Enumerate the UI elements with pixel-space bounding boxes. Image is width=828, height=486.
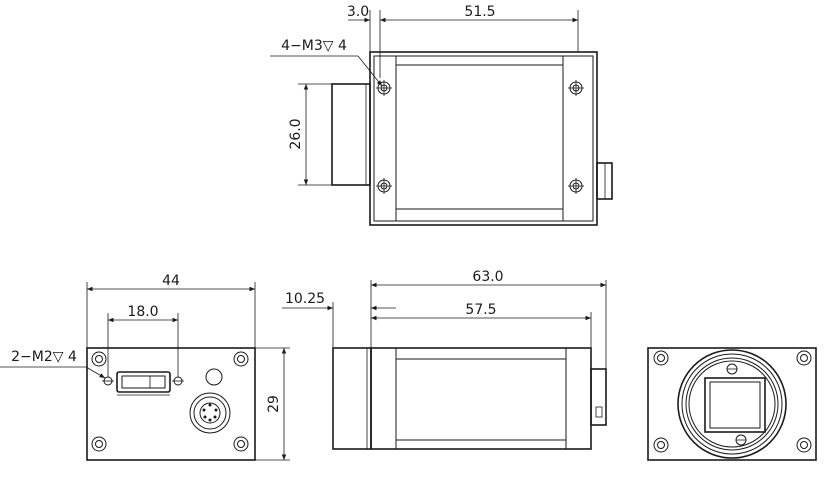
rear-corner-hole (91, 351, 107, 367)
top-mounting-hole (376, 178, 392, 194)
dim-top-body-length: 51.5 (464, 4, 495, 20)
callout-top-holes: 4−M3▽ 4 (281, 38, 347, 54)
io-connector (189, 392, 231, 434)
usb-connector (116, 371, 171, 396)
side-body-outline (370, 347, 592, 450)
dim-side-body-length: 57.5 (465, 302, 496, 318)
rear-corner-hole (233, 351, 249, 367)
rear-view: 44 18.0 2−M2▽ 4 29 (0, 273, 290, 461)
front-corner-hole (796, 437, 812, 453)
rear-corner-hole (91, 436, 107, 452)
side-connector (590, 368, 607, 426)
top-flange-outline (331, 83, 371, 186)
dim-top-flange-height: 26.0 (288, 118, 304, 149)
sensor-window (704, 377, 766, 433)
mount-screw (726, 363, 738, 375)
side-flange-outline (332, 347, 372, 450)
front-corner-hole (653, 350, 669, 366)
top-mounting-hole (376, 80, 392, 96)
dim-rear-height: 29 (266, 395, 282, 413)
dim-side-total-length: 63.0 (472, 269, 503, 285)
top-mounting-hole (568, 178, 584, 194)
usb-screw-hole (102, 376, 114, 386)
mount-screw (735, 434, 747, 446)
lens-mount (677, 349, 787, 459)
dim-side-flange-length: 10.25 (285, 291, 325, 307)
rear-corner-hole (233, 436, 249, 452)
dim-top-flange-offset: 3.0 (347, 4, 369, 20)
dim-usb-hole-spacing: 18.0 (127, 304, 158, 320)
side-view: 10.25 63.0 57.5 (282, 269, 607, 450)
top-connector (596, 162, 613, 200)
led-indicator (205, 368, 223, 386)
front-corner-hole (653, 437, 669, 453)
front-view (647, 347, 817, 461)
top-mounting-hole (568, 80, 584, 96)
rear-body-outline (86, 347, 256, 461)
callout-usb-holes: 2−M2▽ 4 (11, 349, 77, 365)
top-body-outline (369, 51, 598, 226)
top-view: 3.0 51.5 4−M3▽ 4 26.0 (270, 4, 613, 226)
front-corner-hole (796, 350, 812, 366)
front-body-outline (647, 347, 817, 461)
dim-rear-width: 44 (162, 273, 180, 289)
usb-screw-hole (172, 376, 184, 386)
